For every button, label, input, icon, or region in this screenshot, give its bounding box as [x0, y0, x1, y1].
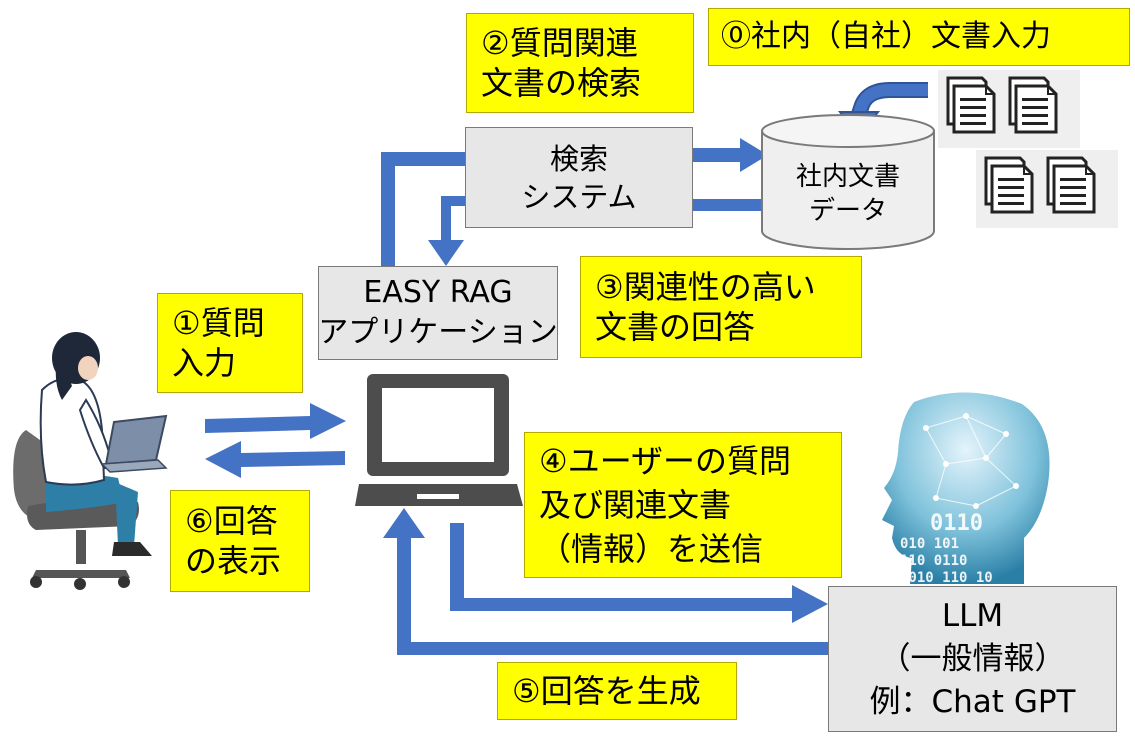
arrow-user-to-app — [205, 403, 346, 439]
step3-label: ③関連性の高い 文書の回答 — [580, 256, 862, 358]
arrow-app-to-llm — [450, 523, 828, 623]
arrow-search-to-db — [692, 138, 768, 172]
computer-icon — [355, 374, 523, 506]
step5-label: ⑤回答を生成 — [497, 662, 737, 720]
step4-label: ④ユーザーの質問 及び関連文書 （情報）を送信 — [524, 432, 842, 578]
brain-binary-overlay: 0110 010 101 110 0110 1010 110 10 — [900, 511, 993, 587]
step0-label: ⓪社内（自社）文書入力 — [708, 8, 1130, 66]
step6-label: ⑥回答 の表示 — [170, 490, 310, 592]
search-system-box: 検索 システム — [465, 127, 693, 228]
easy-rag-app-box: EASY RAG アプリケーション — [318, 266, 558, 360]
step2-label: ②質問関連 文書の検索 — [466, 13, 694, 113]
documents-icon — [938, 70, 1120, 230]
user-person-icon — [13, 332, 168, 590]
arrow-app-to-search — [381, 152, 467, 268]
arrow-app-to-user — [205, 441, 345, 478]
ai-brain-head-icon — [882, 392, 1050, 584]
database-label: 社内文書 データ — [795, 162, 900, 226]
line-db-to-search — [692, 199, 768, 211]
arrow-search-to-app — [428, 196, 465, 266]
llm-box: LLM （一般情報） 例：Chat GPT — [828, 586, 1117, 732]
database-cylinder — [761, 114, 935, 250]
step1-label: ①質問 入力 — [157, 293, 303, 393]
